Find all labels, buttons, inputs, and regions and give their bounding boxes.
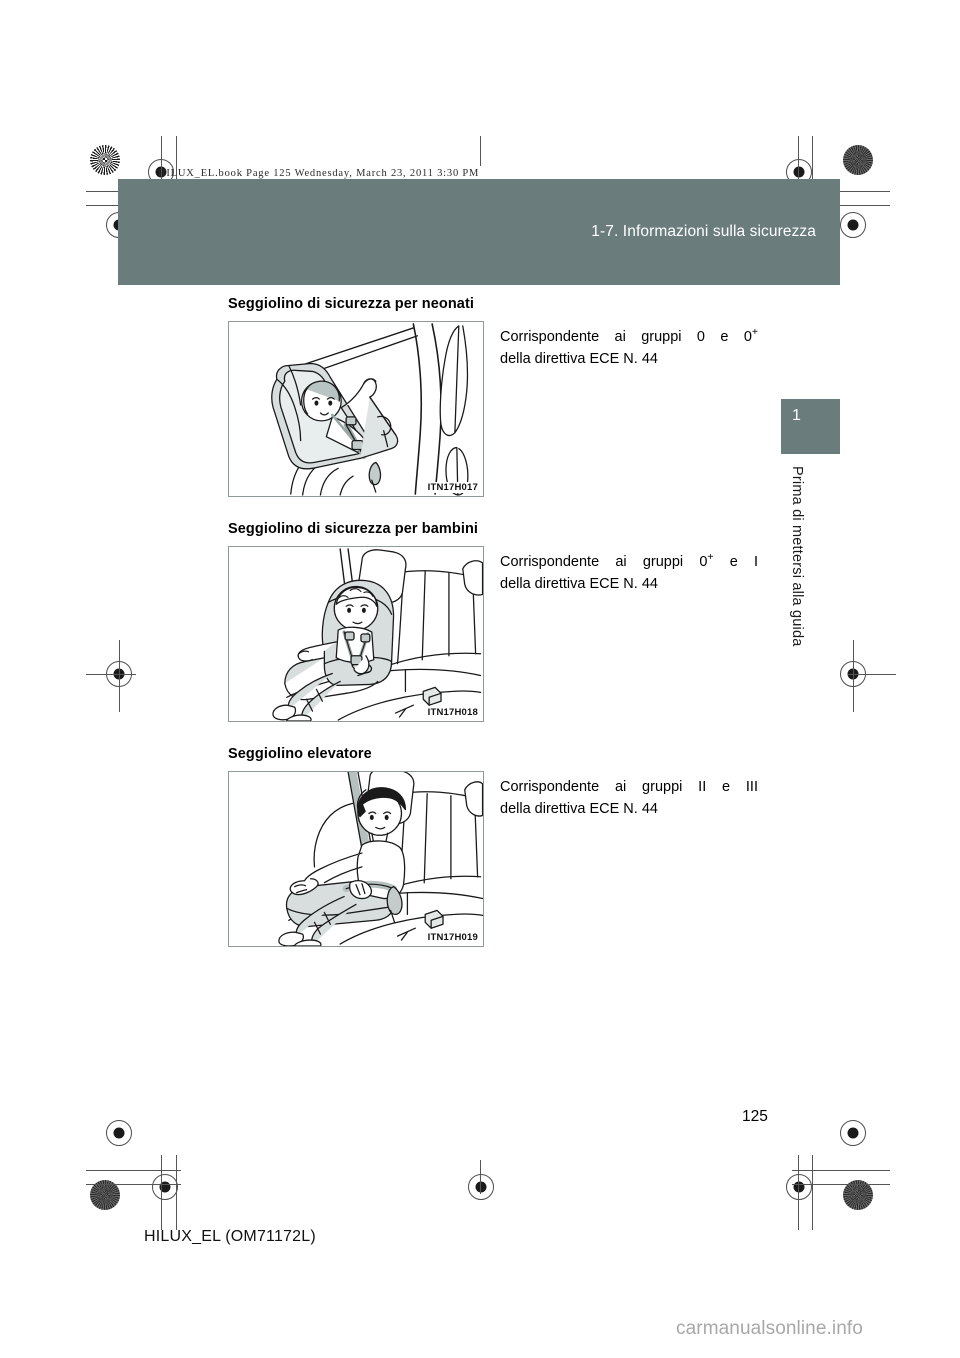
caption-text: Corrispondente ai gruppi II e III [500,778,758,795]
section-caption: Corrispondente ai gruppi 0 e 0+ della di… [484,321,758,371]
crop-line-v8 [812,1155,813,1230]
caption-superscript: + [751,327,758,338]
registration-crosshair-bottom-left [152,1174,178,1200]
crop-line-v1 [161,136,162,211]
crop-line-h-mid-right [848,674,896,675]
chapter-number: 1 [792,407,801,424]
registration-crosshair-bottom-center [468,1174,494,1200]
child-seat-illustration: ITN17H018 [228,546,484,722]
registration-crosshair-bottom-right [786,1174,812,1200]
infant-seat-illustration: ITN17H017 [228,321,484,497]
section-title: Seggiolino elevatore [228,746,372,762]
caption-text: Corrispondente ai gruppi 0 e 0 [500,328,752,345]
figure-id: ITN17H017 [426,482,479,493]
registration-star-bottom-left [90,1180,120,1210]
crop-line-h5 [86,1170,181,1171]
footer-document-code: HILUX_EL (OM71172L) [144,1228,316,1245]
crop-line-v-mid-right [853,640,854,712]
crop-line-h8 [792,1184,890,1185]
figure-id: ITN17H019 [426,932,479,943]
book-slug-line: HILUX_EL.book Page 125 Wednesday, March … [158,168,480,179]
caption-text: Corrispondente ai gruppi 0 [500,553,708,570]
caption-line-2: della direttiva ECE N. 44 [500,351,658,368]
section-title: Seggiolino di sicurezza per neonati [228,296,475,312]
crop-line-h7 [792,1170,890,1171]
registration-crosshair-lower-right [840,1120,866,1146]
crop-line-v6 [176,1155,177,1230]
main-content: Seggiolino di sicurezza per neonati [228,296,758,947]
page-header-band: 1-7. Informazioni sulla sicurezza [118,179,840,285]
section-infant-seat: Seggiolino di sicurezza per neonati [228,296,758,497]
caption-line-1: Corrispondente ai gruppi 0 e 0+ [500,325,758,348]
page-number: 125 [742,1108,768,1125]
crop-line-h4 [792,205,890,206]
caption-superscript: + [707,552,714,563]
crop-line-v7 [798,1155,799,1230]
chapter-number-tab: 1 [781,399,840,454]
crop-line-v-center-top [480,136,481,166]
figure-id: ITN17H018 [426,707,479,718]
registration-crosshair-upper-right [840,212,866,238]
booster-seat-illustration: ITN17H019 [228,771,484,947]
site-watermark: carmanualsonline.info [676,1318,863,1339]
crop-line-v2 [176,136,177,211]
registration-star-bottom-right [843,1180,873,1210]
page-title: 1-7. Informazioni sulla sicurezza [591,223,816,240]
crop-line-v3 [798,136,799,211]
crop-line-v-center-bottom [480,1160,481,1194]
caption-line-1: Corrispondente ai gruppi 0+ e I [500,550,758,573]
crop-line-v-mid-left [119,640,120,712]
section-caption: Corrispondente ai gruppi 0+ e I della di… [484,546,758,596]
registration-crosshair-lower-left [106,1120,132,1146]
crop-line-h3 [792,191,890,192]
registration-star-top-left [90,145,120,175]
registration-star-top-right [843,145,873,175]
crop-line-v5 [161,1155,162,1230]
crop-line-v4 [812,136,813,211]
section-child-seat: Seggiolino di sicurezza per bambini [228,521,758,722]
caption-line-2: della direttiva ECE N. 44 [500,801,658,818]
crop-line-h6 [86,1184,181,1185]
chapter-label: Prima di mettersi alla guida [789,466,805,647]
section-booster-seat: Seggiolino elevatore [228,746,758,947]
caption-line-2: della direttiva ECE N. 44 [500,576,658,593]
caption-text-post: e I [713,553,759,570]
crop-line-h-mid-left [86,674,136,675]
section-caption: Corrispondente ai gruppi II e III della … [484,771,758,821]
caption-line-1: Corrispondente ai gruppi II e III [500,775,758,798]
section-title: Seggiolino di sicurezza per bambini [228,521,479,537]
